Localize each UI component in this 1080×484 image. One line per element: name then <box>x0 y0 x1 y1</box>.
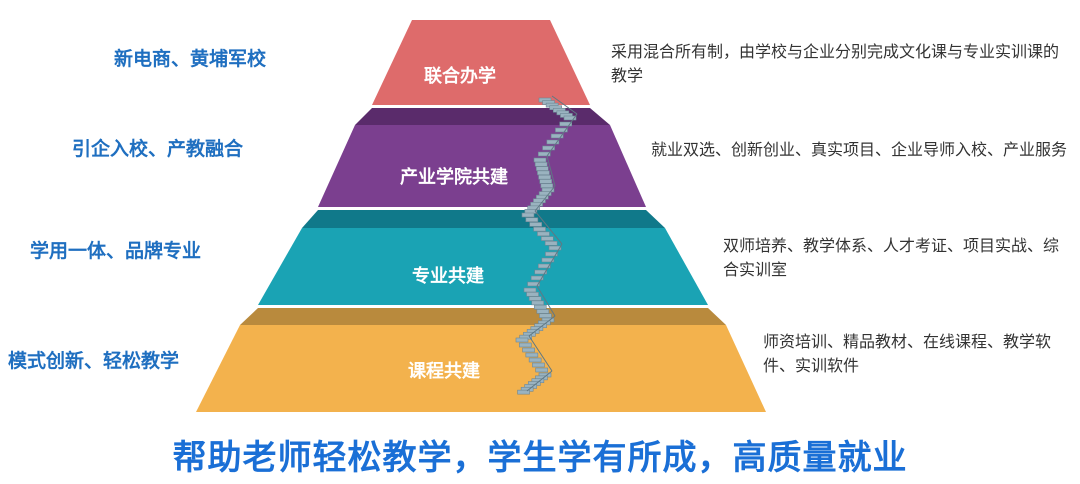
stair-rail <box>536 285 556 317</box>
tier-2-shape <box>318 125 646 207</box>
tier-1-label: 联合办学 <box>424 66 496 87</box>
stair-step <box>539 179 553 184</box>
stair-step <box>522 347 535 353</box>
stair-step <box>545 251 558 257</box>
stair-step <box>515 337 529 343</box>
tier-2-description: 就业双选、创新创业、真实项目、企业导师入校、产业服务 <box>651 140 1068 159</box>
stair-step <box>537 231 550 237</box>
stair-rail <box>528 335 553 372</box>
stair-step <box>523 287 537 293</box>
stair-step <box>535 367 549 373</box>
stair-step <box>563 115 577 121</box>
stair-step <box>540 236 554 241</box>
tier-4-top-face <box>240 308 726 325</box>
tier-3-description: 双师培养、教学体系、人才考证、项目实战、综合实训室 <box>723 236 1060 279</box>
stair-step <box>517 389 530 395</box>
stair-step <box>531 300 545 306</box>
tier-2-left-label: 引企入校、产教融合 <box>72 138 244 160</box>
stair-rail <box>534 185 556 212</box>
tier-4-left-label: 模式创新、轻松教学 <box>8 350 180 372</box>
stair-step <box>532 362 545 368</box>
tier-4-shape <box>196 325 766 412</box>
stair-step <box>534 269 548 275</box>
stair-step <box>537 151 551 157</box>
stair-step <box>546 139 560 145</box>
stair-rail <box>551 95 578 115</box>
stair-step <box>537 263 551 269</box>
stair-rail <box>534 210 563 245</box>
stair-step <box>527 281 540 287</box>
tier-2-top-face <box>355 108 610 125</box>
stair-rail <box>546 155 556 187</box>
stair-rail <box>528 315 556 337</box>
stair-step <box>526 291 539 297</box>
tier-4-label: 课程共建 <box>408 361 480 382</box>
tier-1-left-label: 新电商、黄埔军校 <box>114 48 267 70</box>
slogan: 帮助老师轻松教学，学生学有所成，高质量就业 <box>172 438 908 478</box>
stair-step <box>530 275 544 281</box>
stair-step <box>539 313 552 319</box>
stair-step <box>555 127 568 133</box>
stair-step <box>533 157 547 163</box>
stair-rail <box>546 113 578 157</box>
stair-step <box>535 166 549 171</box>
tier-2-label: 产业学院共建 <box>400 167 508 188</box>
stair-step <box>534 161 548 167</box>
stair-step <box>548 245 562 251</box>
tier-3-label: 专业共建 <box>412 266 484 287</box>
stair-step <box>518 342 532 348</box>
tier-3-shape <box>258 228 708 305</box>
stair-step <box>525 352 539 358</box>
stair-step <box>542 145 555 151</box>
stair-step <box>540 183 554 189</box>
stair-step <box>559 121 573 127</box>
stair-step <box>528 296 542 301</box>
stair-step <box>550 133 564 139</box>
tier-4-description: 师资培训、精品教材、在线课程、教学软件、实训软件 <box>763 332 1052 375</box>
stair-step <box>538 174 551 180</box>
stair-step <box>529 222 543 227</box>
stair-step <box>521 212 535 218</box>
stair-step <box>541 257 555 263</box>
stair-rail <box>536 243 563 287</box>
tier-1-shape <box>372 20 590 105</box>
stair-step <box>533 304 547 310</box>
stair-step <box>544 240 558 246</box>
stair-rail <box>526 370 553 392</box>
stair-step <box>525 217 539 223</box>
stair-step <box>537 170 550 176</box>
stair-step <box>536 309 550 314</box>
stair-step <box>533 226 546 232</box>
stair-step <box>528 357 542 363</box>
staircase-graphic <box>515 95 578 395</box>
tier-3-left-label: 学用一体、品牌专业 <box>30 240 202 262</box>
tier-1-description: 采用混合所有制，由学校与企业分别完成文化课与专业实训课的教学 <box>611 42 1060 85</box>
tier-3-top-face <box>302 210 665 228</box>
